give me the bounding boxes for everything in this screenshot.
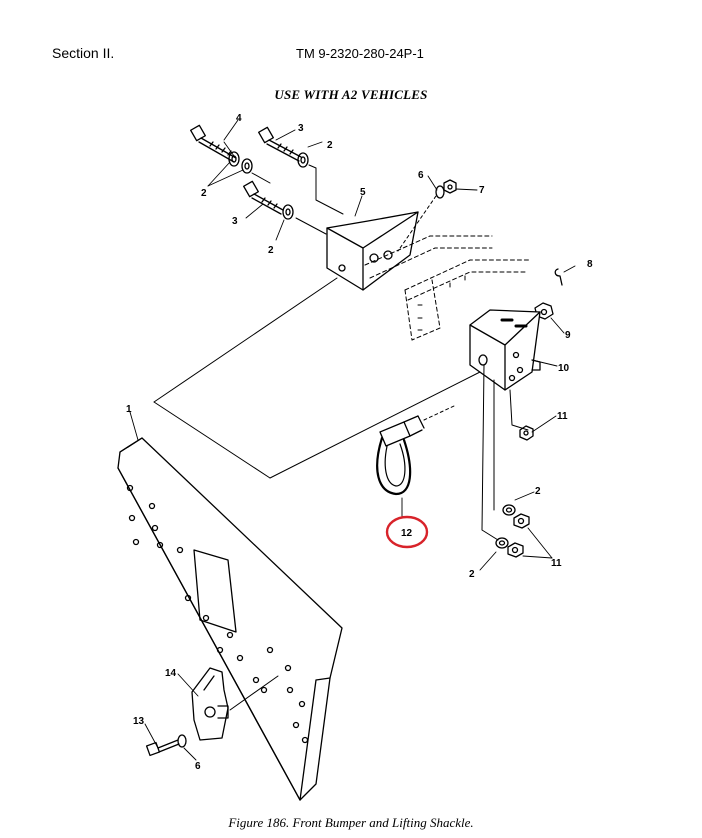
frame-rail [364,235,531,341]
nuts-11-lower [495,504,530,558]
bolt-4 [190,124,237,163]
bracket-10 [469,309,541,391]
callout-13: 13 [133,716,145,727]
callout-8: 8 [587,259,593,270]
callout-6b: 6 [195,761,201,772]
callout-2d: 2 [535,486,541,497]
figure-caption: Figure 186. Front Bumper and Lifting Sha… [228,815,474,830]
bolt-3-upper [258,126,302,162]
nut-11-upper [519,425,534,441]
callout-7: 7 [479,185,485,196]
washers-2 [228,151,309,220]
bracket-5 [326,211,419,291]
front-bumper-1 [117,437,343,801]
callout-10: 10 [558,363,570,374]
callout-1: 1 [126,404,132,415]
tm-number: TM 9-2320-280-24P-1 [296,46,424,61]
callout-3a: 3 [298,123,304,134]
callout-11b: 11 [551,558,562,569]
bolt-3-lower [243,180,284,215]
callout-4: 4 [236,113,242,124]
callout-9: 9 [565,330,571,341]
callout-2c: 2 [268,245,274,256]
section-label: Section II. [52,45,115,61]
nut-7 [435,179,457,199]
cotter-pin-8 [554,268,563,286]
callout-11a: 11 [557,411,568,422]
diagram-subtitle: USE WITH A2 VEHICLES [274,87,428,102]
lifting-shackle-12 [376,405,455,496]
callout-2e: 2 [469,569,475,580]
clevis-14 [191,667,229,741]
highlight-circle [385,515,429,549]
callout-6a: 6 [418,170,424,181]
callout-2b: 2 [327,140,333,151]
callout-14: 14 [165,668,177,679]
bolt-13 [145,734,187,757]
callout-5: 5 [360,187,366,198]
callout-3b: 3 [232,216,238,227]
callout-12: 12 [401,528,413,539]
callout-2a: 2 [201,188,207,199]
